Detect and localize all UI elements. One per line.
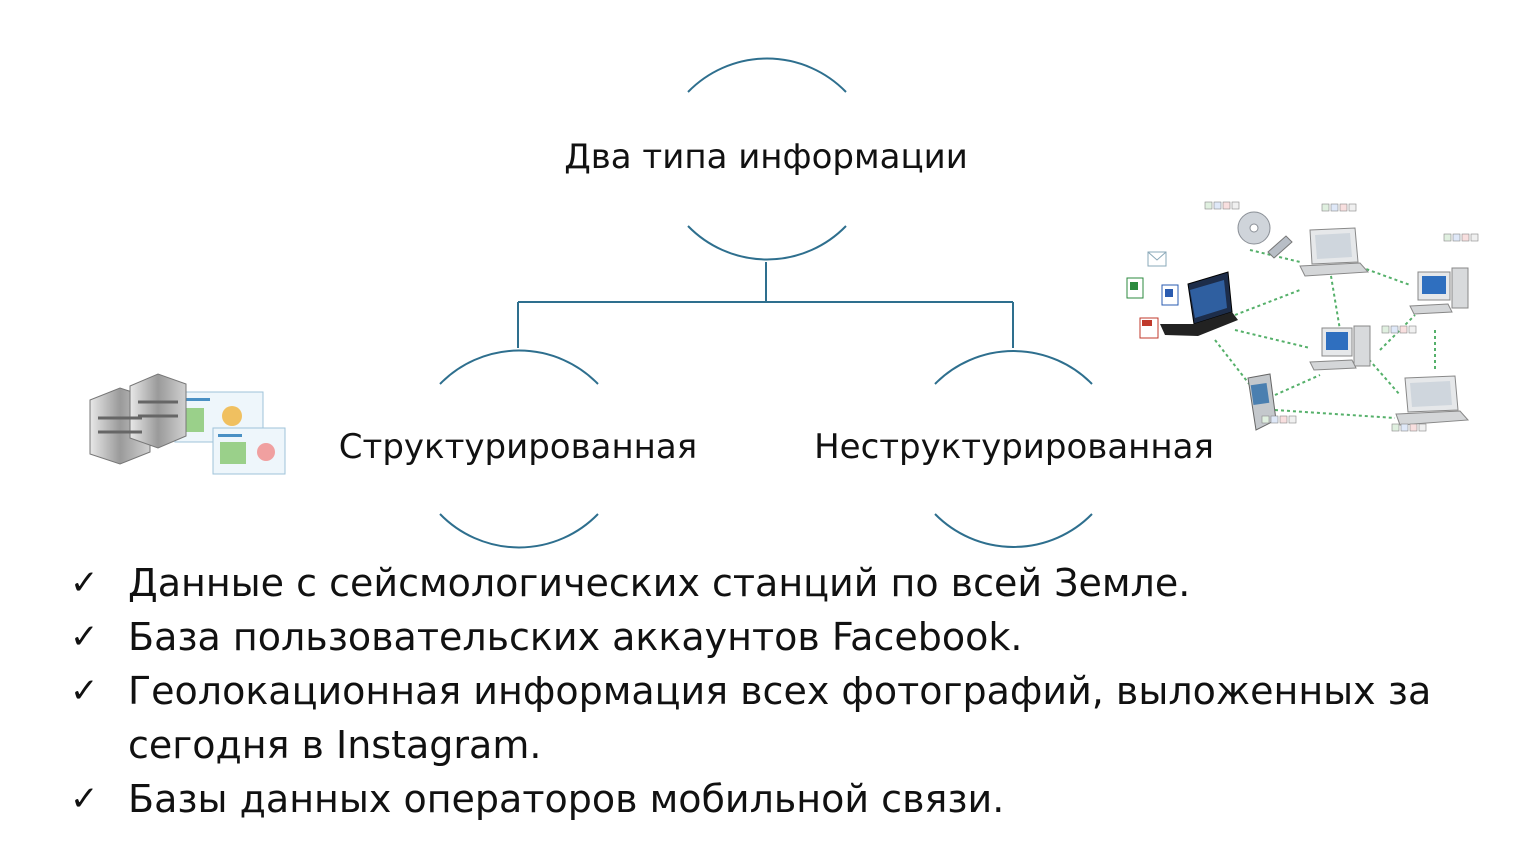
check-mark-icon: ✓ — [70, 563, 99, 603]
child-node-shape-unstructured — [934, 350, 1093, 548]
check-mark-icon: ✓ — [70, 671, 99, 711]
list-item-text: База пользовательских аккаунтов Facebook… — [128, 615, 1023, 659]
server-database-icon — [89, 373, 286, 475]
root-node-label: Два типа информации — [564, 137, 968, 177]
child-node-shape-structured — [439, 349, 599, 549]
list-item-text: Данные с сейсмологических станций по все… — [128, 561, 1191, 605]
check-mark-icon: ✓ — [70, 617, 99, 657]
child-node-label-unstructured: Неструктурированная — [814, 427, 1214, 467]
list-item: ✓ Геолокационная информация всех фотогра… — [70, 664, 1490, 772]
check-mark-icon: ✓ — [70, 779, 99, 819]
device-network-icon — [1126, 201, 1479, 432]
list-item-text: Базы данных операторов мобильной связи. — [128, 777, 1005, 821]
example-list: ✓ Данные с сейсмологических станций по в… — [70, 556, 1490, 826]
list-item-text: Геолокационная информация всех фотографи… — [128, 669, 1432, 767]
root-connector — [517, 262, 1014, 348]
child-node-label-structured: Структурированная — [338, 427, 698, 467]
list-item: ✓ База пользовательских аккаунтов Facebo… — [70, 610, 1490, 664]
hierarchy-connectors — [517, 262, 1014, 348]
list-item: ✓ Базы данных операторов мобильной связи… — [70, 772, 1490, 826]
list-item: ✓ Данные с сейсмологических станций по в… — [70, 556, 1490, 610]
root-node-shape — [687, 57, 847, 261]
